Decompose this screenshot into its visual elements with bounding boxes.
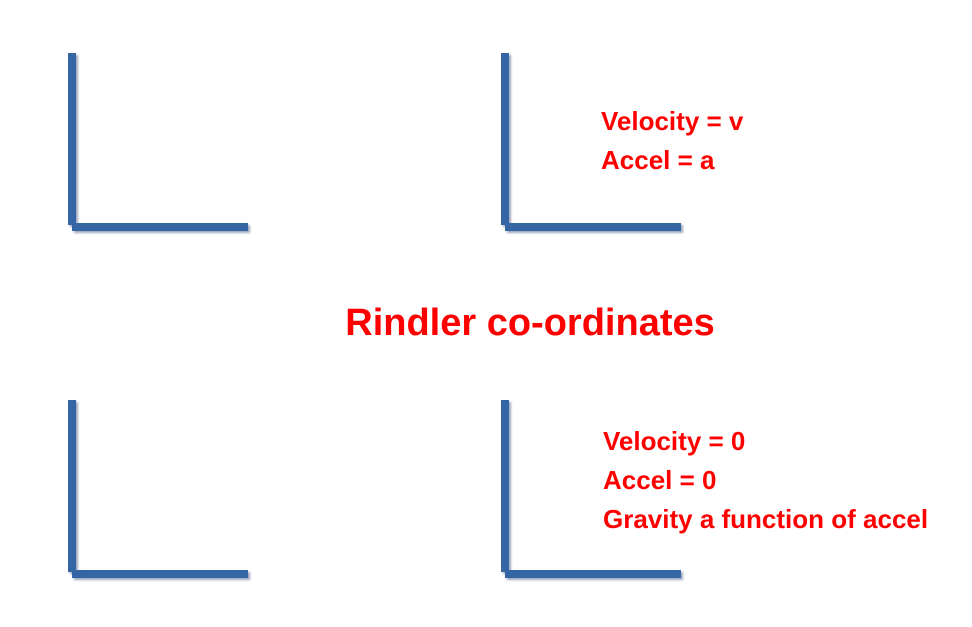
x-axis xyxy=(505,570,681,578)
velocity-label: Velocity = v xyxy=(601,106,744,136)
y-axis xyxy=(501,400,509,572)
accel-label: Accel = a xyxy=(601,145,715,175)
x-axis xyxy=(72,223,248,231)
y-axis xyxy=(68,400,76,572)
accel-label: Accel = 0 xyxy=(603,465,717,495)
slide-title: Rindler co-ordinates xyxy=(345,302,715,344)
gravity-label: Gravity a function of accel xyxy=(603,504,929,534)
velocity-label: Velocity = 0 xyxy=(603,426,746,456)
rindler-frame-labels: Velocity = 0 Accel = 0 Gravity a functio… xyxy=(603,422,928,539)
x-axis xyxy=(72,570,248,578)
y-axis xyxy=(68,53,76,225)
accelerating-frame-labels: Velocity = v Accel = a xyxy=(601,102,743,180)
y-axis xyxy=(501,53,509,225)
reference-frame-bottom-left xyxy=(68,400,248,578)
reference-frame-bottom-right xyxy=(501,400,681,578)
reference-frame-top-left xyxy=(68,53,248,231)
reference-frame-top-right xyxy=(501,53,681,231)
x-axis xyxy=(505,223,681,231)
